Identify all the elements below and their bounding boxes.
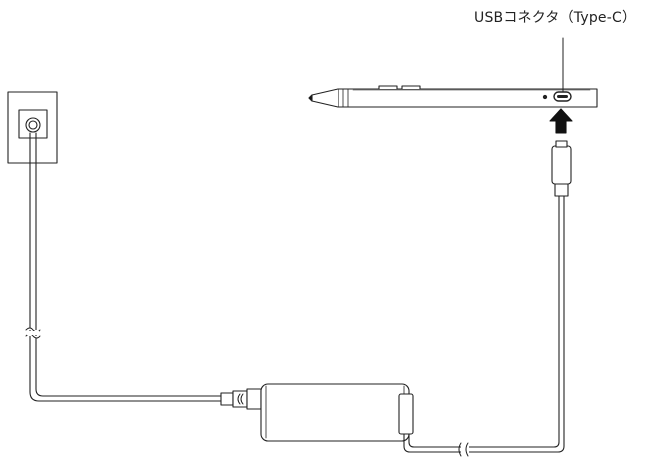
indicator-light (542, 94, 548, 100)
adapter-output-connector (398, 393, 414, 435)
usb-connector-label: USBコネクタ（Type-C） (474, 10, 637, 26)
cable-break-mark (458, 442, 469, 457)
stylus-pen (308, 85, 598, 108)
usb-c-plug (551, 140, 572, 197)
cable-break-mark (25, 327, 41, 339)
insert-arrow-icon (549, 108, 573, 134)
ac-power-cable (29, 132, 223, 402)
usb-cable (403, 195, 565, 453)
ac-plug-connector (220, 388, 262, 410)
wall-outlet (7, 91, 58, 164)
ac-adapter (260, 383, 410, 442)
